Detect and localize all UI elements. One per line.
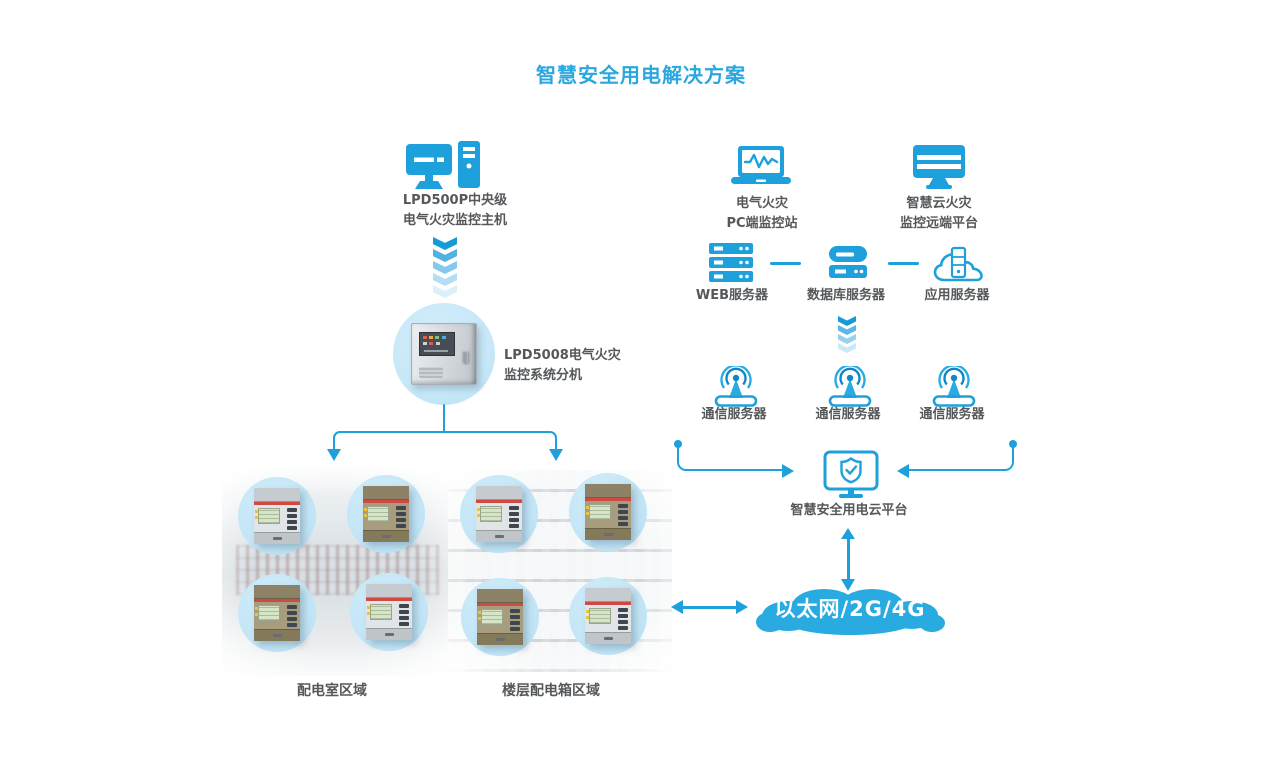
cabinet-grille <box>419 367 443 378</box>
meter-bubble <box>569 473 647 551</box>
antenna-server-icon <box>828 366 872 407</box>
energy-meter-device <box>363 486 409 542</box>
web-server-icon <box>709 243 753 282</box>
comm-server-label: 通信服务器 <box>919 407 985 422</box>
energy-meter-device <box>366 584 412 640</box>
cloud-monitor-icon <box>913 145 965 189</box>
cloud-platform-label: 智慧安全用电云平台 <box>790 503 908 518</box>
database-server-icon <box>829 246 867 278</box>
meter-bubble <box>238 477 316 555</box>
meter-bubble <box>238 574 316 652</box>
host-label-line1: LPD500P中央级 <box>402 193 508 208</box>
comm-server-label: 通信服务器 <box>701 407 767 422</box>
pc-station-label-line2: PC端监控站 <box>726 216 798 231</box>
antenna-server-icon <box>932 366 976 407</box>
pc-station-label-line1: 电气火灾 <box>735 196 788 211</box>
page-title: 智慧安全用电解决方案 <box>536 63 746 87</box>
energy-meter-device <box>476 486 522 542</box>
network-cloud-label: 以太网/2G/4G <box>774 596 926 621</box>
energy-meter-device <box>254 585 300 641</box>
cloud-app-server-icon <box>933 246 983 282</box>
cabinet-handle <box>462 350 468 363</box>
energy-meter-device <box>585 484 631 540</box>
remote-platform-label-line2: 监控远端平台 <box>899 216 978 231</box>
shield-monitor-icon <box>823 450 879 498</box>
database-server-label: 数据库服务器 <box>806 288 885 303</box>
cabinet-display <box>419 332 455 356</box>
meter-bubble <box>569 577 647 655</box>
app-server-label: 应用服务器 <box>924 288 990 303</box>
control-cabinet-image <box>411 323 477 385</box>
remote-platform-label-line1: 智慧云火灾 <box>906 196 972 211</box>
zone-label-distribution-room: 配电室区域 <box>297 683 367 699</box>
server-link-line <box>888 262 919 265</box>
server-link-line <box>770 262 801 265</box>
zone-label-floor-box: 楼层配电箱区域 <box>502 683 600 699</box>
desktop-computer-icon <box>406 141 480 189</box>
antenna-server-icon <box>714 366 758 407</box>
remote-platform-label: 智慧云火灾 监控远端平台 <box>879 194 999 234</box>
pc-station-label: 电气火灾 PC端监控站 <box>702 194 822 234</box>
host-label: LPD500P中央级 电气火灾监控主机 <box>383 191 527 231</box>
energy-meter-device <box>585 588 631 644</box>
energy-meter-device <box>477 589 523 645</box>
meter-bubble <box>347 475 425 553</box>
energy-meter-device <box>254 488 300 544</box>
comm-server-label: 通信服务器 <box>815 407 881 422</box>
laptop-pulse-icon <box>731 146 791 184</box>
sub-panel-label: LPD5008电气火灾 监控系统分机 <box>504 346 634 386</box>
sub-panel-label-line1: LPD5008电气火灾 <box>504 348 621 363</box>
meter-bubble <box>350 573 428 651</box>
web-server-label: WEB服务器 <box>695 288 769 303</box>
meter-bubble <box>460 475 538 553</box>
sub-panel-bubble <box>393 303 495 405</box>
sub-panel-label-line2: 监控系统分机 <box>504 368 583 383</box>
meter-bubble <box>461 578 539 656</box>
network-cloud <box>756 589 945 635</box>
host-label-line2: 电气火灾监控主机 <box>402 213 507 228</box>
